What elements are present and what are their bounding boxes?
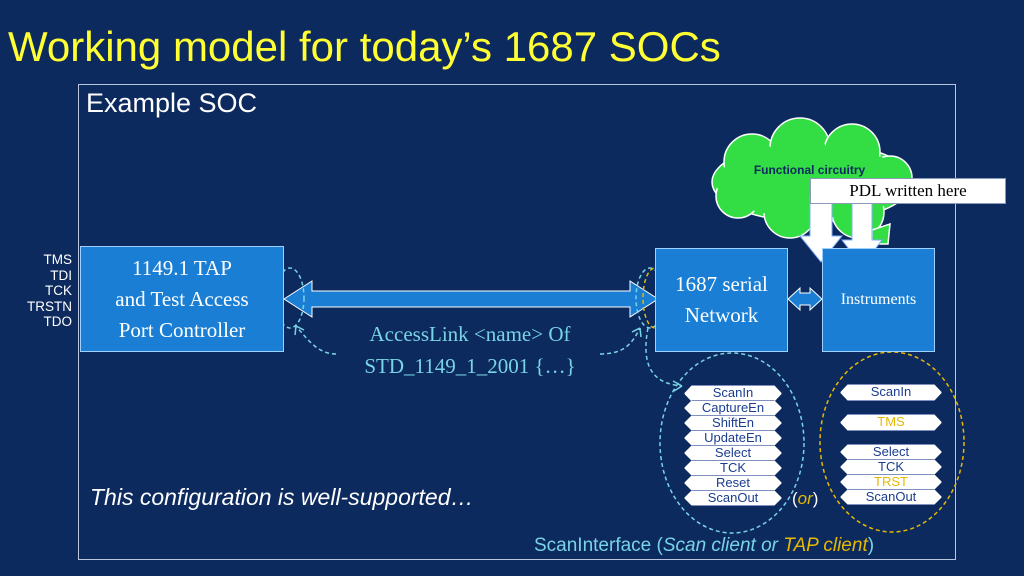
network-line-2: Network [684, 303, 759, 327]
page-title: Working model for today’s 1687 SOCs [8, 23, 721, 70]
accesslink-line-1: AccessLink <name> Of [369, 322, 571, 346]
scan-signal-reset: Reset [684, 475, 782, 491]
tap-signal-tck: TCK [840, 459, 942, 475]
or-close: ) [812, 489, 819, 508]
functional-circuitry-label: Functional circuitry [753, 163, 866, 177]
scaninterface-scan-client: Scan client [662, 535, 756, 556]
tap-client-ellipse [819, 351, 965, 533]
pin-tdi: TDI [50, 267, 72, 283]
scan-signal-shiften: ShiftEn [684, 415, 782, 431]
tap-line-2: and Test Access [115, 286, 249, 311]
scan-signal-captureen: CaptureEn [684, 400, 782, 416]
pdl-callout: PDL written here [810, 178, 1006, 204]
network-instruments-arrow [787, 286, 823, 312]
or-label: (or) [792, 489, 818, 509]
scan-signal-tck: TCK [684, 460, 782, 476]
tap-controller-block: 1149.1 TAP and Test Access Port Controll… [80, 246, 284, 352]
scaninterface-caption: ScanInterface (Scan client or TAP client… [534, 535, 874, 557]
scaninterface-connector [645, 327, 683, 387]
tap-line-1: 1149.1 TAP [132, 255, 232, 280]
pin-list: TMS TDI TCK TRSTN TDO [14, 252, 72, 330]
instruments-block: Instruments [822, 248, 935, 352]
tap-signal-scanin: ScanIn [840, 384, 942, 401]
serial-network-block: 1687 serial Network [655, 248, 788, 352]
accesslink-text: AccessLink <name> Of STD_1149_1_2001 {…} [320, 318, 620, 382]
network-line-1: 1687 serial [675, 272, 768, 296]
scan-signal-scanin: ScanIn [684, 385, 782, 402]
tap-signal-scanout: ScanOut [840, 489, 942, 505]
tap-signal-select: Select [840, 444, 942, 460]
pin-trstn: TRSTN [27, 298, 72, 314]
tap-signal-trst: TRST [840, 474, 942, 490]
pin-tdo: TDO [43, 314, 73, 329]
scaninterface-or: or [755, 535, 784, 556]
scan-client-ellipse [659, 352, 805, 534]
scaninterface-suffix: ) [867, 535, 875, 556]
scan-signal-select: Select [684, 445, 782, 461]
scan-signal-scanout: ScanOut [684, 490, 782, 506]
or-open: ( [792, 489, 798, 508]
configuration-note: This configuration is well-supported… [90, 484, 474, 510]
pin-tms: TMS [43, 252, 73, 267]
soc-boundary [78, 84, 956, 560]
pin-tck: TCK [45, 283, 72, 298]
soc-label: Example SOC [86, 88, 258, 118]
scaninterface-prefix: ScanInterface ( [534, 535, 663, 556]
scan-signal-updateen: UpdateEn [684, 430, 782, 446]
accesslink-line-2: STD_1149_1_2001 {…} [364, 354, 576, 378]
tap-line-3: Port Controller [118, 317, 246, 342]
scaninterface-tap-client: TAP client [783, 535, 868, 556]
tap-network-link-arrow [283, 280, 659, 318]
tap-signal-tms: TMS [840, 414, 942, 431]
or-word: or [797, 489, 813, 508]
accesslink-connector-left [295, 325, 337, 355]
